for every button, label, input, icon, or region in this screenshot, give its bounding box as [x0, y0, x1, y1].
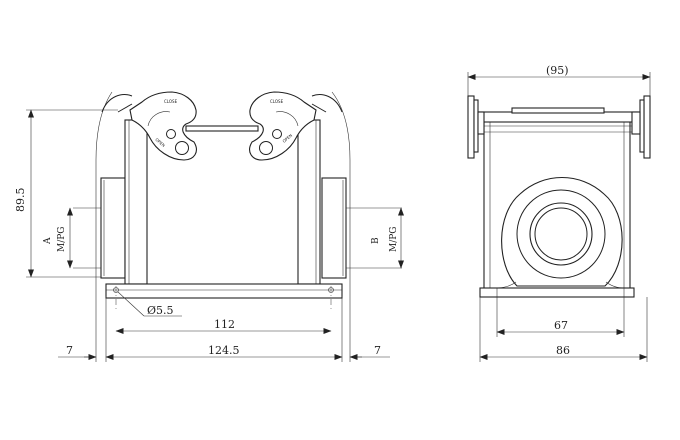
right-lever: [249, 91, 317, 161]
side-view: [467, 95, 651, 298]
front-outline-right: [331, 91, 351, 300]
front-outline-left: [95, 91, 113, 300]
dim-side-95: (95): [546, 64, 569, 77]
dim-hole: Ø5.5: [147, 304, 174, 317]
front-view: CLOSE OPEN CLOSE OPEN: [73, 91, 402, 312]
label-mpg-right: M/PG: [389, 227, 399, 253]
side-flange-left: [467, 95, 475, 159]
label-mpg-left: M/PG: [57, 227, 67, 253]
left-lever-open-label: OPEN: [154, 137, 166, 148]
label-b: B: [371, 237, 381, 244]
base-plate: [105, 283, 343, 299]
dim-side-67: 67: [554, 319, 568, 332]
left-post: [124, 119, 148, 285]
dim-offset-right: 7: [374, 344, 381, 357]
left-cable-entry: [100, 177, 126, 279]
side-base: [479, 287, 635, 298]
dim-offset-left: 7: [66, 344, 73, 357]
front-dimensions: 89.5 A M/PG B M/PG Ø5.5 112 124.5 7 7: [14, 109, 404, 362]
left-lever: [129, 91, 197, 161]
right-lever-label: CLOSE: [270, 99, 284, 104]
dim-112: 112: [214, 318, 235, 331]
side-top-seal: [511, 107, 605, 114]
right-post: [297, 119, 321, 285]
side-entry-ring: [529, 202, 593, 266]
dim-124: 124.5: [208, 344, 240, 357]
label-a: A: [43, 237, 53, 245]
dim-height: 89.5: [14, 188, 27, 213]
left-lever-label: CLOSE: [164, 99, 178, 104]
side-dimensions: (95) 67 86: [467, 64, 651, 362]
side-flange-right: [643, 95, 651, 159]
right-lever-open-label: OPEN: [281, 133, 293, 144]
dim-side-86: 86: [556, 344, 570, 357]
right-cable-entry: [321, 177, 347, 279]
cross-bar: [185, 125, 259, 132]
